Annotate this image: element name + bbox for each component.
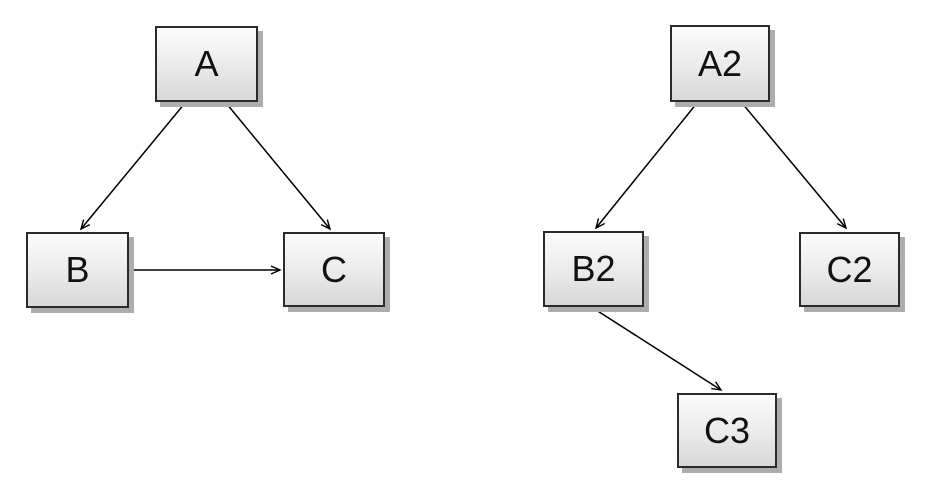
edge-A-C <box>225 102 330 229</box>
node-A2-label: A2 <box>697 42 743 84</box>
edge-A-B <box>81 102 186 229</box>
node-B-label: B <box>65 249 90 290</box>
node-A[interactable]: A <box>155 26 258 102</box>
node-C3[interactable]: C3 <box>677 393 777 468</box>
node-B2-label: B2 <box>571 248 616 289</box>
node-C2-label: C2 <box>826 248 873 290</box>
node-B[interactable]: B <box>26 232 129 308</box>
node-C[interactable]: C <box>283 232 385 307</box>
edge-A2-B2 <box>596 102 698 228</box>
edge-B2-C3 <box>592 307 721 390</box>
node-C-label: C <box>321 248 347 290</box>
node-C3-label: C3 <box>703 409 751 451</box>
node-A2[interactable]: A2 <box>670 25 770 102</box>
node-B2[interactable]: B2 <box>543 231 644 307</box>
node-A-label: A <box>194 43 219 84</box>
edge-A2-C2 <box>741 102 846 228</box>
node-C2[interactable]: C2 <box>799 232 900 307</box>
